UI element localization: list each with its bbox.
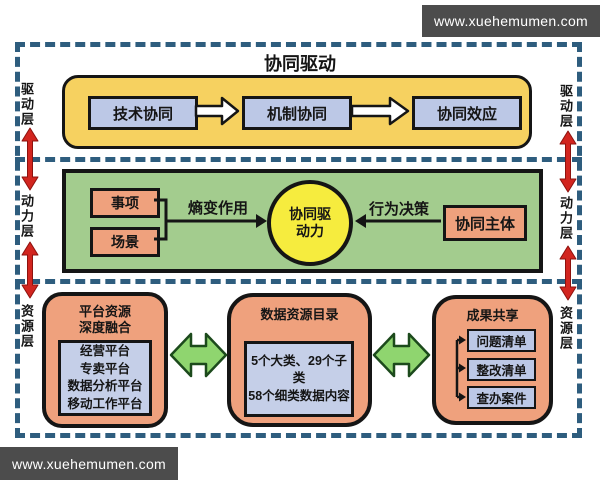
layer-divider-2	[15, 279, 582, 284]
watermark-top: www.xuehemumen.com	[422, 5, 600, 37]
label-behavior-decision: 行为决策	[368, 201, 429, 218]
side-label-resource-right: 资源层	[558, 306, 573, 351]
list-item: 经营平台	[79, 344, 130, 358]
node-tech-synergy: 技术协同	[88, 96, 198, 130]
card2-title: 数据资源目录	[260, 307, 339, 322]
card1-title-line1: 平台资源	[78, 304, 131, 319]
node-scenes: 场景	[90, 227, 160, 257]
node-synergy-subject: 协同主体	[443, 205, 527, 241]
circle-text-line2: 动力	[296, 223, 324, 239]
node-matters: 事项	[90, 188, 160, 218]
card3-title: 成果共享	[466, 308, 519, 323]
node-rectification-list: 整改清单	[467, 358, 536, 381]
circle-text-line1: 协同驱	[289, 205, 331, 222]
dashed-frame	[15, 42, 582, 438]
watermark-bottom: www.xuehemumen.com	[0, 447, 178, 480]
node-synergy-effect: 协同效应	[412, 96, 522, 130]
watermark-bottom-text: www.xuehemumen.com	[11, 455, 166, 472]
label-entropy-effect: 熵变作用	[187, 200, 248, 217]
layer-divider-1	[15, 157, 582, 162]
card2-data-summary: 5个大类、29个子类 58个细类数据内容	[244, 341, 354, 417]
node-problem-list: 问题清单	[467, 329, 536, 352]
node-mechanism-synergy: 机制协同	[242, 96, 352, 130]
card-data-catalog: 数据资源目录 5个大类、29个子类 58个细类数据内容	[227, 293, 372, 427]
side-label-resource-left: 资源层	[19, 304, 34, 349]
side-label-drive-right: 驱动层	[558, 84, 573, 129]
watermark-top-text: www.xuehemumen.com	[433, 13, 588, 29]
data-summary-line: 5个大类、29个子类	[251, 353, 347, 386]
list-item: 数据分析平台	[67, 379, 143, 393]
side-label-power-left: 动力层	[19, 194, 34, 239]
data-summary-line: 58个细类数据内容	[248, 388, 350, 403]
diagram-title: 协同驱动	[264, 54, 336, 74]
side-label-drive-left: 驱动层	[19, 82, 34, 127]
card-platform-resources: 平台资源 深度融合 经营平台 专卖平台 数据分析平台 移动工作平台	[42, 292, 168, 428]
node-case-investigation: 查办案件	[467, 386, 536, 409]
card1-title-line2: 深度融合	[78, 320, 131, 336]
side-label-power-right: 动力层	[558, 196, 573, 241]
list-item: 移动工作平台	[67, 396, 143, 411]
card1-platform-list: 经营平台 专卖平台 数据分析平台 移动工作平台	[58, 340, 152, 416]
list-item: 专卖平台	[79, 361, 130, 376]
node-synergy-driving-force: 协同驱 动力	[267, 180, 353, 266]
